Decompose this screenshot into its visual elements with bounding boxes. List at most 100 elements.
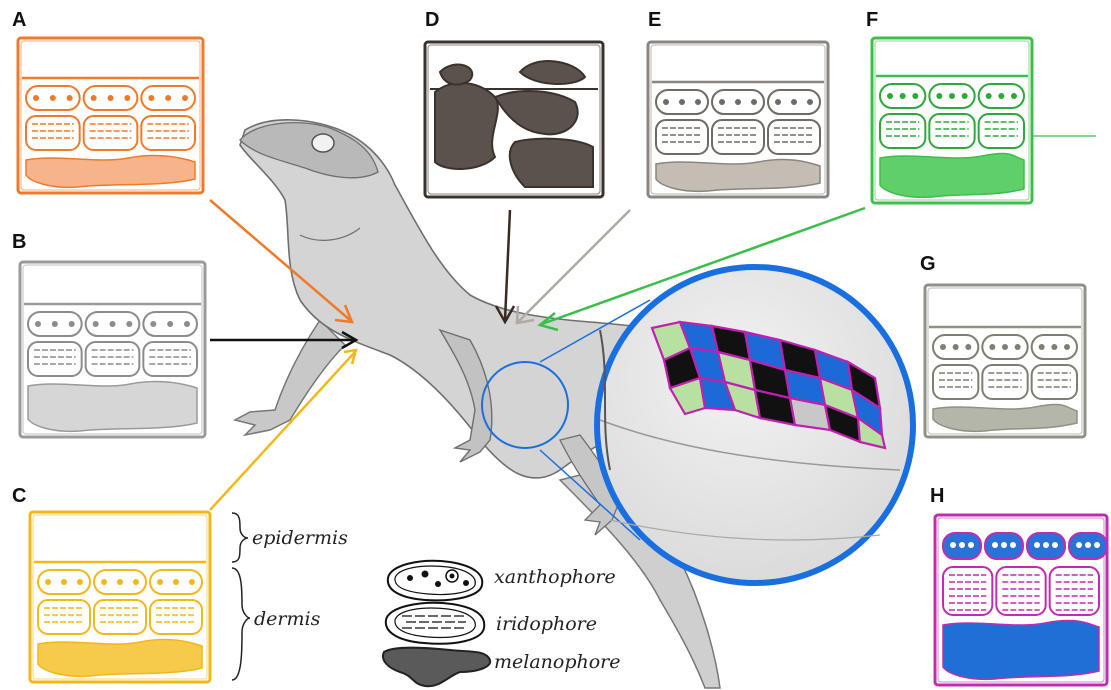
pigment-dot bbox=[165, 95, 171, 101]
pigment-dot bbox=[184, 321, 190, 327]
melanophore-layer bbox=[933, 404, 1077, 431]
melanophore-layer bbox=[943, 620, 1099, 679]
iridophore-cell bbox=[979, 114, 1024, 148]
pigment-dot bbox=[50, 95, 56, 101]
iridophore-cell bbox=[143, 342, 197, 376]
iridophore-cell bbox=[943, 567, 992, 615]
pigment-dot bbox=[1010, 542, 1016, 548]
melanophore-layer bbox=[28, 381, 197, 431]
iridophore-cell bbox=[26, 116, 80, 150]
panel-a: A bbox=[12, 9, 203, 193]
legend-item-iridophore: iridophore bbox=[386, 603, 597, 644]
pigment-dot bbox=[992, 542, 998, 548]
melanophore-layer bbox=[656, 159, 820, 191]
pigment-dot bbox=[998, 93, 1004, 99]
pigment-dot bbox=[52, 321, 58, 327]
panel-b: B bbox=[12, 231, 205, 437]
legend: xanthophore iridophore melanophore bbox=[383, 561, 621, 686]
iridophore-cell bbox=[94, 600, 146, 634]
iridophore-cell bbox=[656, 120, 708, 154]
melanophore-shape bbox=[510, 139, 593, 187]
iridophore-cell bbox=[996, 567, 1045, 615]
pigment-dot bbox=[67, 95, 73, 101]
pigment-dot bbox=[133, 579, 139, 585]
pigment-dot bbox=[1051, 344, 1057, 350]
iridophore-cell bbox=[982, 365, 1027, 399]
pigment-dot bbox=[35, 321, 41, 327]
pigment-dot bbox=[167, 321, 173, 327]
pigment-dot bbox=[965, 344, 971, 350]
pigment-dot bbox=[900, 93, 906, 99]
panel-letter-c: C bbox=[12, 485, 26, 507]
pigment-dot bbox=[93, 321, 99, 327]
pigment-dot bbox=[986, 93, 992, 99]
legend-item-melanophore: melanophore bbox=[383, 648, 621, 687]
panel-letter-d: D bbox=[425, 9, 439, 31]
pigment-dot bbox=[791, 99, 797, 105]
pigment-dot bbox=[1039, 344, 1045, 350]
panel-letter-e: E bbox=[648, 9, 661, 31]
iridophore-cell bbox=[712, 120, 764, 154]
pigment-dot bbox=[150, 321, 156, 327]
pigment-dot bbox=[1034, 542, 1040, 548]
melanophore-layer bbox=[26, 155, 195, 187]
pigment-dot bbox=[735, 99, 741, 105]
pigment-dot bbox=[940, 344, 946, 350]
panel-h: H bbox=[930, 485, 1107, 685]
iridophore-cell bbox=[38, 600, 90, 634]
pigment-dot bbox=[949, 93, 955, 99]
legend-label-iridophore: iridophore bbox=[496, 613, 597, 635]
iridophore-icon bbox=[386, 603, 484, 644]
pigment-dot bbox=[1076, 542, 1082, 548]
panel-letter-f: F bbox=[866, 9, 878, 31]
legend-label-xanthophore: xanthophore bbox=[494, 566, 616, 588]
pigment-dot bbox=[33, 95, 39, 101]
pigment-dot bbox=[719, 99, 725, 105]
panel-letter-b: B bbox=[12, 231, 26, 253]
pigment-dot bbox=[953, 344, 959, 350]
pigment-dot bbox=[807, 99, 813, 105]
dermis-brace bbox=[232, 568, 250, 680]
iridophore-cell bbox=[1032, 365, 1077, 399]
iridophore-cell bbox=[84, 116, 138, 150]
panel-c: C bbox=[12, 485, 210, 682]
arrow-d bbox=[505, 210, 510, 320]
pigment-dot bbox=[679, 99, 685, 105]
pigment-dot bbox=[124, 95, 130, 101]
pigment-dot bbox=[77, 579, 83, 585]
pigment-dot bbox=[912, 93, 918, 99]
pigment-dot bbox=[775, 99, 781, 105]
pigment-dot bbox=[950, 542, 956, 548]
epidermis-brace bbox=[232, 513, 248, 562]
pigment-dot bbox=[1085, 542, 1091, 548]
pigment-dot bbox=[663, 99, 669, 105]
pigment-dot bbox=[189, 579, 195, 585]
pigment-dot bbox=[45, 579, 51, 585]
pigment-dot bbox=[695, 99, 701, 105]
iridophore-cell bbox=[929, 114, 974, 148]
pigment-dot bbox=[182, 95, 188, 101]
melanophore-shape bbox=[435, 83, 498, 169]
pigment-dot bbox=[887, 93, 893, 99]
pigment-dot bbox=[1094, 542, 1100, 548]
panel-f: F bbox=[866, 9, 1032, 203]
legend-item-xanthophore: xanthophore bbox=[388, 561, 616, 601]
pigment-dot bbox=[117, 579, 123, 585]
pigment-dot bbox=[968, 542, 974, 548]
epidermis-label: epidermis bbox=[252, 527, 348, 549]
pigment-dot bbox=[1002, 344, 1008, 350]
arrow-e bbox=[518, 210, 630, 322]
dermis-label: dermis bbox=[254, 608, 321, 630]
iridophore-cell bbox=[28, 342, 82, 376]
pigment-dot bbox=[110, 321, 116, 327]
pigment-dot bbox=[69, 321, 75, 327]
pigment-dot bbox=[108, 95, 114, 101]
pigment-dot bbox=[751, 99, 757, 105]
iridophore-cell bbox=[933, 365, 978, 399]
pigment-dot bbox=[1001, 542, 1007, 548]
panel-letter-g: G bbox=[920, 253, 936, 275]
melanophore-icon bbox=[383, 648, 490, 687]
panel-e: E bbox=[648, 9, 828, 197]
panel-letter-a: A bbox=[12, 9, 26, 31]
